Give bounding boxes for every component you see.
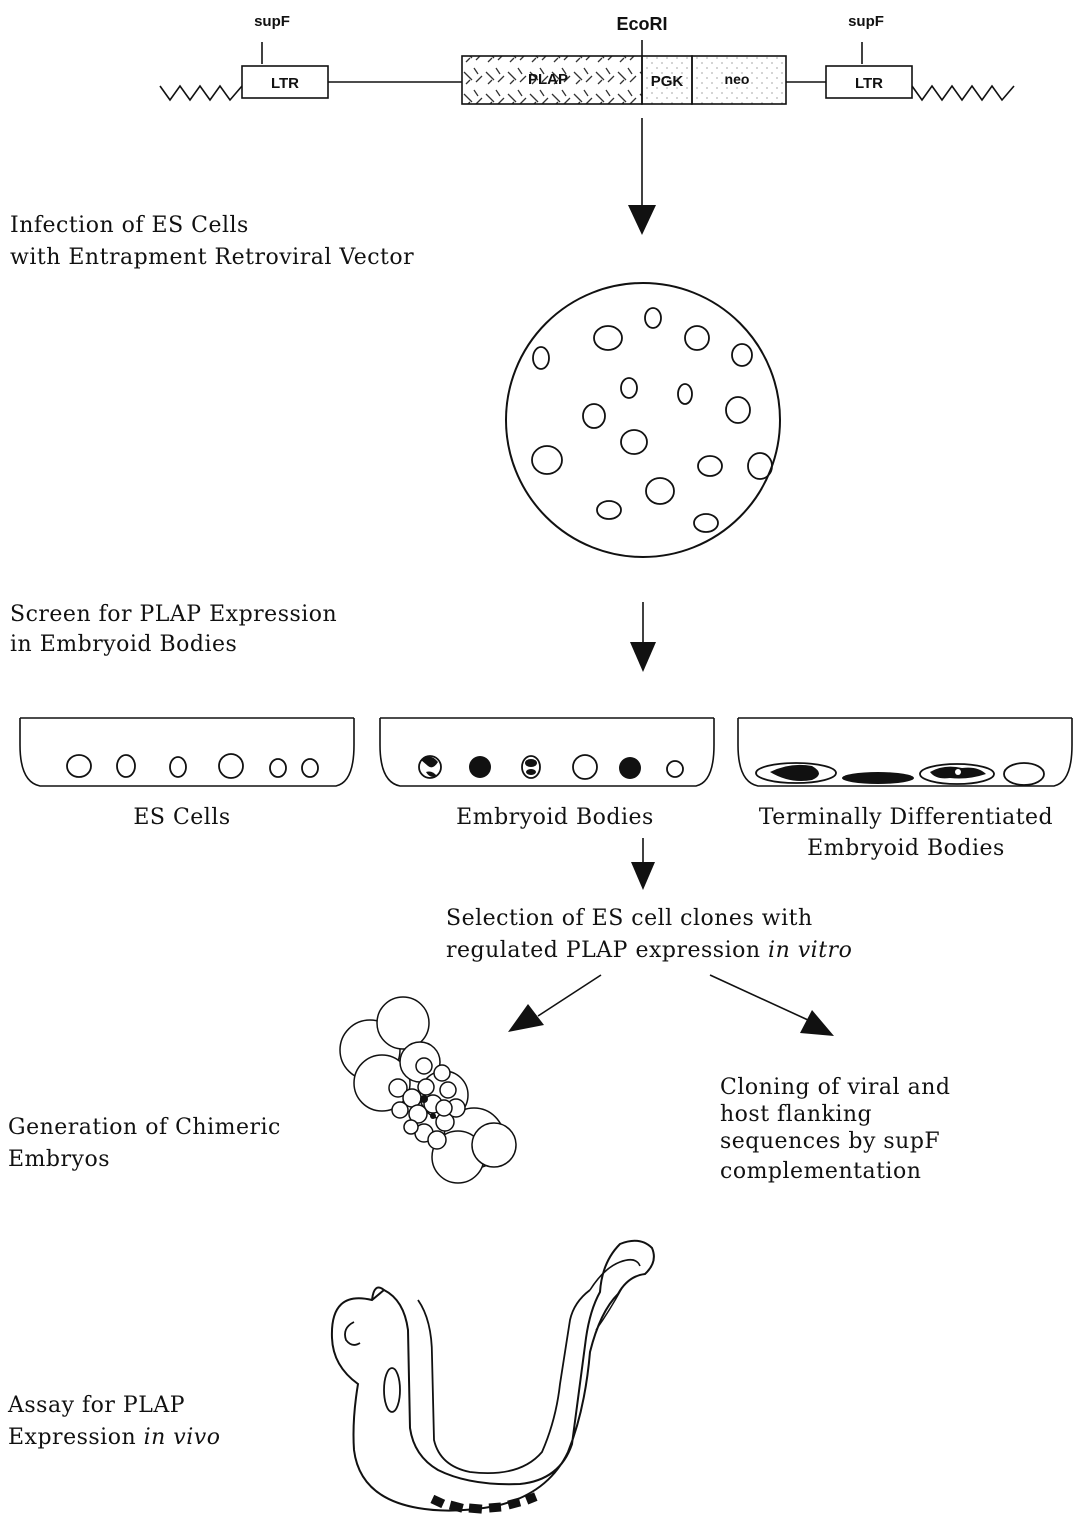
embryoid-body-patterned	[522, 756, 540, 778]
otic-structure	[384, 1368, 400, 1412]
plap-label: PLAP	[528, 71, 568, 88]
embryoid-body-stained-2	[619, 757, 641, 779]
assay-label-line2: Expression in vivo	[8, 1425, 220, 1450]
embryoid-bodies-label: Embryoid Bodies	[456, 805, 654, 830]
differentiated-body-2	[842, 772, 914, 784]
embryoid-body-mixed	[419, 756, 441, 778]
embryoid-body-unstained-2	[667, 761, 683, 777]
arrow-to-chimeric	[508, 975, 601, 1032]
left-host-dna-zigzag	[160, 86, 242, 100]
chimeric-embryo-drawing	[332, 1241, 654, 1514]
cloning-label-line1: Cloning of viral and	[720, 1075, 950, 1100]
chimeric-cell-aggregate	[340, 997, 516, 1183]
selection-label-line2: regulated PLAP expression in vitro	[446, 938, 852, 963]
chimeric-label-line1: Generation of Chimeric	[8, 1115, 281, 1140]
arrow-to-cloning	[710, 975, 834, 1036]
supf-left-label: supF	[254, 13, 290, 30]
ecori-label: EcoRI	[616, 14, 667, 34]
differentiated-body-3	[920, 764, 994, 784]
cloning-label-line4: complementation	[720, 1159, 921, 1184]
embryoid-body-unstained	[573, 755, 597, 779]
assay-label-line1: Assay for PLAP	[7, 1393, 185, 1418]
arrow-dish-to-culture-dishes	[630, 602, 656, 672]
infection-label-line1: Infection of ES Cells	[10, 213, 249, 238]
right-host-dna-zigzag	[912, 86, 1014, 100]
supf-right-label: supF	[848, 13, 884, 30]
retroviral-vector-construct: supF EcoRI supF LTR PLAP PGK neo LTR	[160, 13, 1014, 104]
screen-label-line2: in Embryoid Bodies	[10, 632, 237, 657]
selection-label-prefix: regulated PLAP expression	[446, 938, 768, 963]
cloning-label-line3: sequences by supF	[720, 1129, 940, 1154]
terminal-label-line2: Embryoid Bodies	[807, 836, 1005, 861]
pgk-label: PGK	[651, 73, 684, 90]
culture-dish-terminally-differentiated	[738, 718, 1072, 786]
ltr-right-label: LTR	[855, 75, 883, 92]
terminal-label-line1: Terminally Differentiated	[759, 805, 1053, 830]
assay-label-italic: in vivo	[144, 1425, 221, 1450]
ltr-left-label: LTR	[271, 75, 299, 92]
neo-label: neo	[725, 71, 750, 87]
petri-dish-infected-cells	[506, 283, 780, 557]
screen-label-line1: Screen for PLAP Expression	[10, 602, 337, 627]
embryoid-body-stained	[469, 756, 491, 778]
selection-label-italic: in vitro	[768, 938, 852, 963]
es-cells-label: ES Cells	[133, 805, 230, 830]
culture-dish-embryoid-bodies	[380, 718, 714, 786]
infection-label-line2: with Entrapment Retroviral Vector	[10, 245, 414, 270]
differentiated-body-4	[1004, 763, 1044, 785]
selection-label-line1: Selection of ES cell clones with	[446, 906, 813, 931]
culture-dish-es-cells	[20, 718, 354, 786]
arrow-construct-to-dish	[628, 118, 656, 235]
cloning-label-line2: host flanking	[720, 1102, 872, 1127]
arrow-to-selection	[631, 838, 655, 890]
chimeric-label-line2: Embryos	[8, 1147, 110, 1172]
assay-label-prefix: Expression	[8, 1425, 144, 1450]
differentiated-body-1	[756, 763, 836, 783]
